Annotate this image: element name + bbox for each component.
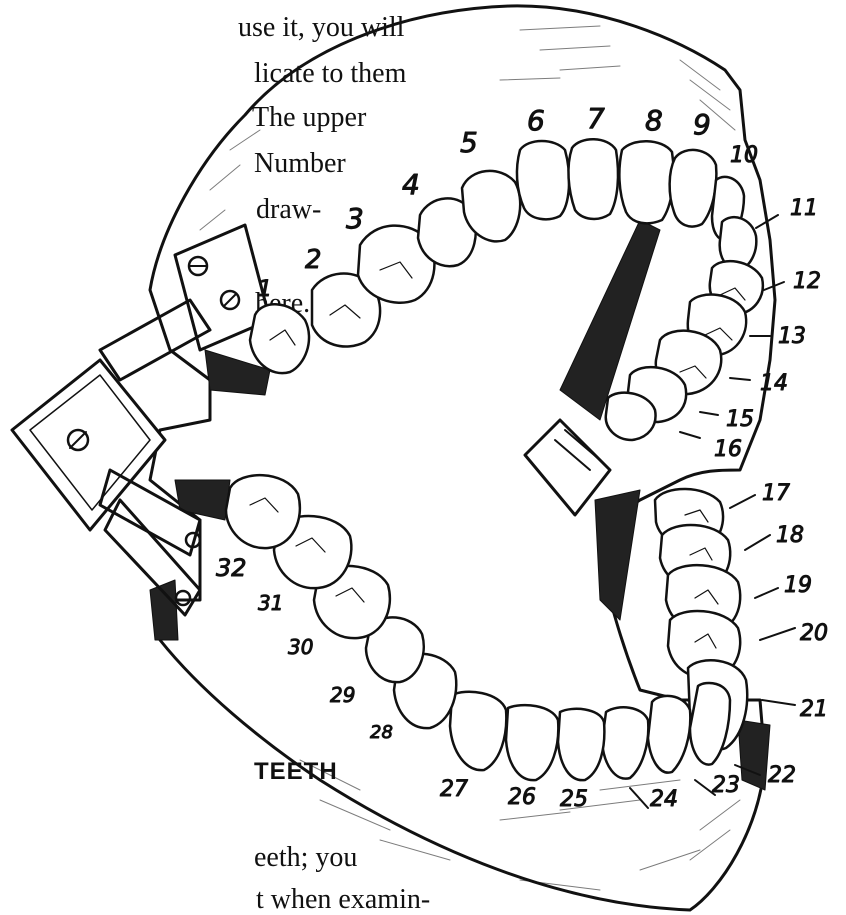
tooth-6 xyxy=(517,141,569,219)
label-11: 11 xyxy=(790,196,818,221)
label-12: 12 xyxy=(793,269,821,294)
label-31: 31 xyxy=(258,591,283,615)
label-20: 20 xyxy=(800,621,828,646)
lower-arch xyxy=(226,475,747,780)
label-26: 26 xyxy=(508,785,536,810)
tooth-25 xyxy=(558,709,604,780)
label-19: 19 xyxy=(784,573,812,598)
label-4: 4 xyxy=(402,168,420,201)
label-32: 32 xyxy=(216,554,247,582)
label-24: 24 xyxy=(650,787,678,812)
label-25: 25 xyxy=(560,787,588,812)
label-9: 9 xyxy=(693,108,711,141)
label-10: 10 xyxy=(730,143,758,168)
tooth-32 xyxy=(226,475,300,548)
label-15: 15 xyxy=(726,407,754,432)
label-17: 17 xyxy=(762,481,790,506)
tooth-9 xyxy=(670,150,717,227)
label-6: 6 xyxy=(527,104,545,137)
tooth-23 xyxy=(648,696,690,773)
label-28: 28 xyxy=(370,722,393,743)
label-21: 21 xyxy=(800,697,828,722)
tooth-7 xyxy=(568,139,618,219)
label-29: 29 xyxy=(330,683,355,707)
label-27: 27 xyxy=(440,777,468,802)
tooth-16 xyxy=(606,393,656,440)
upper-arch xyxy=(250,139,763,440)
label-1: 1 xyxy=(258,277,272,302)
label-18: 18 xyxy=(776,523,804,548)
label-5: 5 xyxy=(460,126,478,159)
label-22: 22 xyxy=(768,763,796,788)
label-7: 7 xyxy=(587,102,605,135)
label-14: 14 xyxy=(760,371,788,396)
label-13: 13 xyxy=(778,324,806,349)
label-16: 16 xyxy=(714,437,742,462)
tooth-22 xyxy=(690,683,730,765)
tooth-24 xyxy=(602,707,648,778)
label-3: 3 xyxy=(346,202,364,235)
label-8: 8 xyxy=(645,104,663,137)
tooth-8 xyxy=(619,141,673,223)
tooth-1 xyxy=(250,304,309,373)
label-2: 2 xyxy=(305,245,322,275)
label-23: 23 xyxy=(712,773,740,798)
tooth-27 xyxy=(450,692,506,770)
label-30: 30 xyxy=(288,635,313,659)
tooth-26 xyxy=(506,705,558,780)
